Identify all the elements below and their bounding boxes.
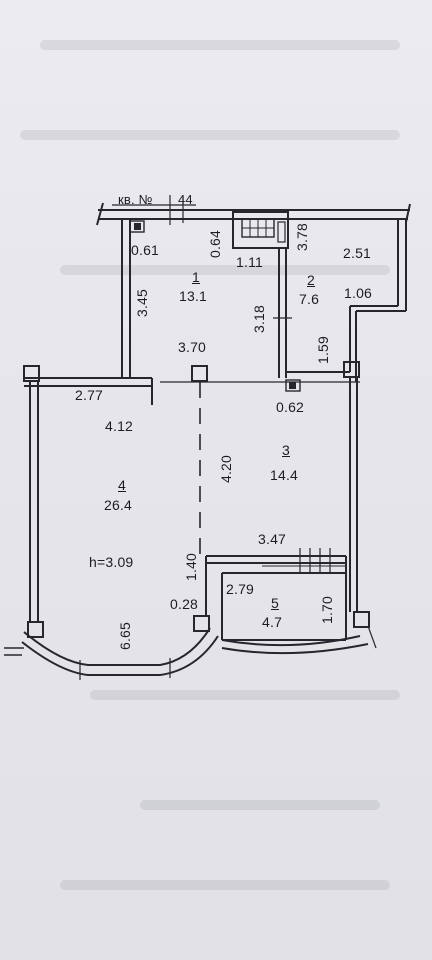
room-1-number: 1 bbox=[192, 269, 200, 285]
dim-1-70: 1.70 bbox=[319, 595, 336, 625]
dim-1-59: 1.59 bbox=[315, 335, 332, 365]
dim-4-20: 4.20 bbox=[218, 454, 235, 484]
dim-0-28: 0.28 bbox=[170, 596, 199, 612]
dim-4-12: 4.12 bbox=[105, 418, 134, 434]
dim-3-47: 3.47 bbox=[258, 531, 287, 547]
dim-2-77: 2.77 bbox=[75, 387, 104, 403]
room-4-number: 4 bbox=[118, 477, 126, 493]
dim-3-18: 3.18 bbox=[251, 304, 268, 334]
room-3-number: 3 bbox=[282, 442, 290, 458]
room-3-area: 14.4 bbox=[270, 467, 299, 483]
dim-2-51: 2.51 bbox=[343, 245, 372, 261]
room-5-area: 4.7 bbox=[262, 614, 283, 630]
dim-1-06: 1.06 bbox=[344, 285, 373, 301]
dim-1-40: 1.40 bbox=[183, 552, 200, 582]
room-4-area: 26.4 bbox=[104, 497, 133, 513]
dim-0-64: 0.64 bbox=[207, 229, 224, 259]
dim-3-78: 3.78 bbox=[294, 222, 311, 252]
room-2-area: 7.6 bbox=[299, 291, 320, 307]
apartment-label: кв. № bbox=[118, 192, 153, 207]
dim-3-70: 3.70 bbox=[178, 339, 207, 355]
apartment-number: 44 bbox=[178, 192, 193, 207]
room-5-number: 5 bbox=[271, 595, 279, 611]
dim-1-11: 1.11 bbox=[236, 254, 264, 270]
room-2-number: 2 bbox=[307, 272, 315, 288]
room-1-area: 13.1 bbox=[179, 288, 208, 304]
ceiling-height: h=3.09 bbox=[89, 554, 134, 570]
dim-2-79: 2.79 bbox=[226, 581, 255, 597]
dim-6-65: 6.65 bbox=[117, 621, 134, 651]
dim-3-45: 3.45 bbox=[134, 288, 151, 318]
bay-window bbox=[23, 627, 211, 666]
dim-0-62: 0.62 bbox=[276, 399, 305, 415]
dim-0-61: 0.61 bbox=[131, 242, 160, 258]
